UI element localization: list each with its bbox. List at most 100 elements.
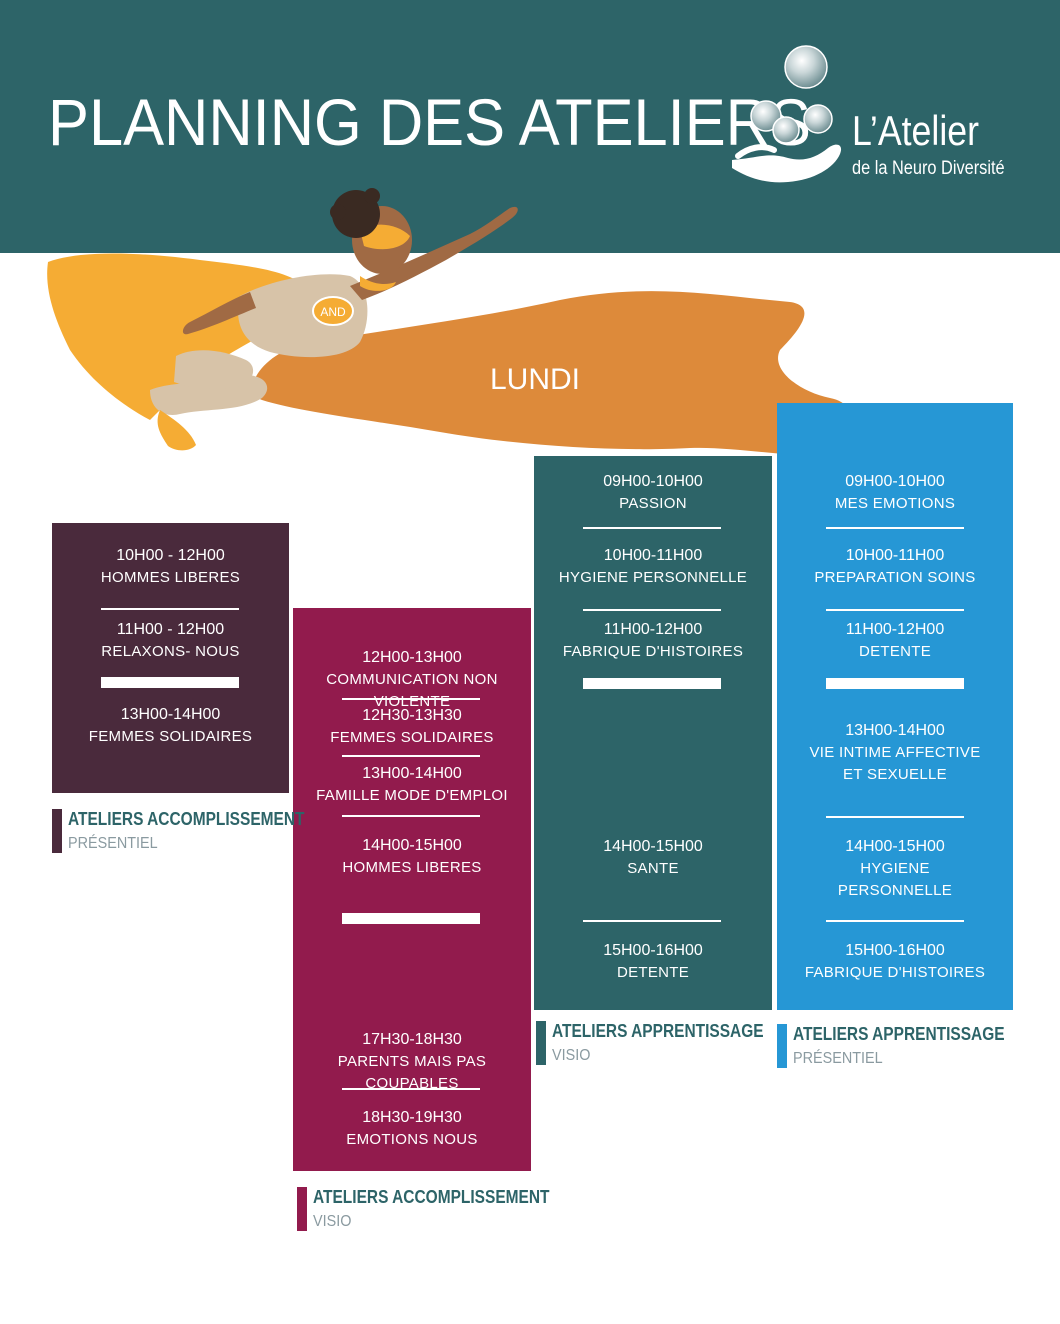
- slot-name: PASSION: [619, 495, 687, 512]
- schedule-slot: 15H00-16H00 DETENTE: [534, 940, 772, 984]
- schedule-slot: 10H00-11H00 PREPARATION SOINS: [777, 545, 1013, 589]
- legend-mode: VISIO: [552, 1047, 591, 1064]
- schedule-slot: 13H00-14H00 FEMMES SOLIDAIRES: [52, 704, 289, 748]
- slot-name: FAMILLE MODE D'EMPLOI: [316, 787, 508, 804]
- legend-title: ATELIERS ACCOMPLISSEMENT: [68, 809, 305, 829]
- schedule-slot: 17H30-18H30 PARENTS MAIS PAS COUPABLES: [293, 1029, 531, 1095]
- slot-name: HOMMES LIBERES: [342, 859, 482, 876]
- schedule-column-accomplissement-visio: 12H00-13H00 COMMUNICATION NON VIOLENTE 1…: [293, 608, 531, 1171]
- slot-name: FEMMES SOLIDAIRES: [330, 729, 494, 746]
- legend-mode: PRÉSENTIEL: [793, 1050, 883, 1067]
- schedule-column-accomplissement-presentiel: 10H00 - 12H00 HOMMES LIBERES 11H00 - 12H…: [52, 523, 289, 793]
- slot-time: 17H30-18H30: [362, 1031, 462, 1048]
- slot-name: DETENTE: [616, 964, 690, 981]
- divider: [826, 816, 964, 818]
- page-title: PLANNING DES ATELIERS: [48, 85, 811, 159]
- logo-subtitle: de la Neuro Diversité: [852, 158, 1005, 179]
- header-banner: [0, 0, 1060, 253]
- schedule-slot: 13H00-14H00 VIE INTIME AFFECTIVE ET SEXU…: [777, 720, 1013, 786]
- schedule-slot: 14H00-15H00 SANTE: [534, 836, 772, 880]
- slot-name: PREPARATION SOINS: [814, 569, 976, 586]
- slot-name: FABRIQUE D'HISTOIRES: [562, 643, 744, 660]
- divider: [826, 609, 964, 611]
- slot-name: EMOTIONS NOUS: [346, 1131, 478, 1148]
- schedule-slot: 09H00-10H00 MES EMOTIONS: [777, 471, 1013, 515]
- legend-title: ATELIERS ACCOMPLISSEMENT: [313, 1187, 550, 1207]
- divider: [101, 608, 239, 610]
- slot-time: 10H00-11H00: [845, 547, 945, 564]
- schedule-slot: 13H00-14H00 FAMILLE MODE D'EMPLOI: [293, 763, 531, 807]
- slot-name: SANTE: [627, 860, 679, 877]
- schedule-slot: 15H00-16H00 FABRIQUE D'HISTOIRES: [777, 940, 1013, 984]
- break-divider: [342, 913, 480, 924]
- legend-mode: PRÉSENTIEL: [68, 835, 158, 852]
- legend-swatch: [777, 1024, 787, 1068]
- schedule-slot: 12H30-13H30 FEMMES SOLIDAIRES: [293, 705, 531, 749]
- superhero-illustration: AND: [47, 188, 856, 456]
- and-badge-text: AND: [320, 305, 346, 319]
- and-badge: [312, 296, 354, 326]
- slot-time: 11H00-12H00: [603, 621, 703, 638]
- schedule-column-apprentissage-visio: 09H00-10H00 PASSION 10H00-11H00 HYGIENE …: [534, 456, 772, 1010]
- slot-name: FEMMES SOLIDAIRES: [88, 728, 253, 745]
- legend-swatch: [297, 1187, 307, 1231]
- divider: [583, 609, 721, 611]
- schedule-slot: 18H30-19H30 EMOTIONS NOUS: [293, 1107, 531, 1151]
- legend-title: ATELIERS APPRENTISSAGE: [793, 1024, 1005, 1044]
- slot-time: 14H00-15H00: [603, 838, 703, 855]
- slot-time: 14H00-15H00: [362, 837, 462, 854]
- slot-name: COMMUNICATION NON VIOLENTE: [326, 671, 498, 710]
- day-banner: [252, 291, 856, 456]
- slot-name-line2: ET SEXUELLE: [843, 766, 947, 783]
- divider: [826, 920, 964, 922]
- schedule-slot: 12H00-13H00 COMMUNICATION NON VIOLENTE: [293, 647, 531, 713]
- slot-name: HYGIENE PERSONNELLE: [558, 569, 748, 586]
- break-divider: [826, 678, 964, 689]
- schedule-slot: 09H00-10H00 PASSION: [534, 471, 772, 515]
- divider: [342, 1088, 480, 1090]
- slot-name: PARENTS MAIS PAS COUPABLES: [337, 1053, 487, 1092]
- slot-time: 09H00-10H00: [603, 473, 703, 490]
- slot-name: DETENTE: [858, 643, 932, 660]
- schedule-slot: 14H00-15H00 HOMMES LIBERES: [293, 835, 531, 879]
- slot-time: 15H00-16H00: [603, 942, 703, 959]
- divider: [342, 815, 480, 817]
- schedule-slot: 11H00 - 12H00 RELAXONS- NOUS: [52, 619, 289, 663]
- slot-name: FABRIQUE D'HISTOIRES: [804, 964, 986, 981]
- schedule-slot: 14H00-15H00 HYGIENE PERSONNELLE: [777, 836, 1013, 902]
- divider: [583, 527, 721, 529]
- slot-time: 12H30-13H30: [362, 707, 462, 724]
- break-divider: [583, 678, 721, 689]
- slot-name: RELAXONS- NOUS: [101, 643, 240, 660]
- slot-name-line2: PERSONNELLE: [837, 882, 953, 899]
- legend-swatch: [52, 809, 62, 853]
- slot-time: 18H30-19H30: [362, 1109, 462, 1126]
- divider: [342, 755, 480, 757]
- divider: [342, 698, 480, 700]
- slot-time: 15H00-16H00: [845, 942, 945, 959]
- schedule-slot: 10H00-11H00 HYGIENE PERSONNELLE: [534, 545, 772, 589]
- slot-name: HOMMES LIBERES: [100, 569, 241, 586]
- legend-swatch: [536, 1021, 546, 1065]
- legend-mode: VISIO: [313, 1213, 352, 1230]
- slot-time: 13H00-14H00: [362, 765, 462, 782]
- slot-time: 14H00-15H00: [845, 838, 945, 855]
- slot-time: 10H00 - 12H00: [116, 547, 225, 564]
- break-divider: [101, 677, 239, 688]
- legend-title: ATELIERS APPRENTISSAGE: [552, 1021, 764, 1041]
- slot-time: 09H00-10H00: [845, 473, 945, 490]
- slot-name: HYGIENE: [860, 860, 930, 877]
- slot-time: 12H00-13H00: [362, 649, 462, 666]
- slot-name: VIE INTIME AFFECTIVE: [809, 744, 981, 761]
- slot-time: 11H00 - 12H00: [116, 621, 225, 638]
- divider: [826, 527, 964, 529]
- hero-torso: [238, 274, 368, 358]
- logo-name: L’Atelier: [852, 107, 980, 154]
- schedule-slot: 11H00-12H00 FABRIQUE D'HISTOIRES: [534, 619, 772, 663]
- divider: [583, 920, 721, 922]
- schedule-column-apprentissage-presentiel: 09H00-10H00 MES EMOTIONS 10H00-11H00 PRE…: [777, 403, 1013, 1010]
- slot-time: 13H00-14H00: [120, 706, 221, 723]
- slot-time: 11H00-12H00: [845, 621, 945, 638]
- schedule-slot: 11H00-12H00 DETENTE: [777, 619, 1013, 663]
- schedule-slot: 10H00 - 12H00 HOMMES LIBERES: [52, 545, 289, 589]
